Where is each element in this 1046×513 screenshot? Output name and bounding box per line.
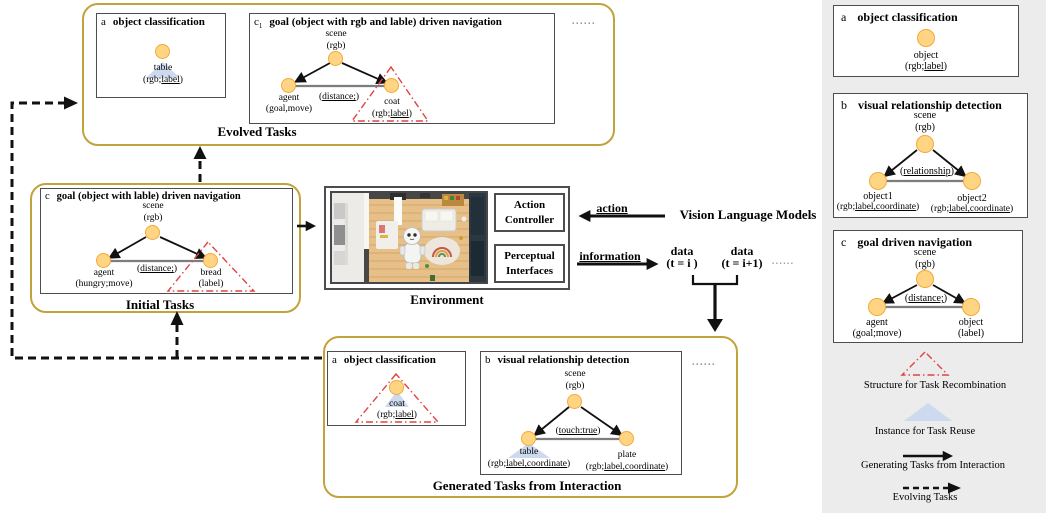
node-scene-name: scene	[325, 29, 347, 39]
vision-language-models-label: Vision Language Models	[679, 207, 817, 222]
node-scene	[916, 270, 934, 288]
node-agent-name: agent	[278, 93, 300, 103]
node-scene	[916, 135, 934, 153]
node-agent-attrs: (goal;move)	[852, 328, 902, 339]
node-table-attrs: (rgb;label,coordinate)	[487, 459, 571, 469]
evolved-tasks-caption: Evolved Tasks	[217, 124, 297, 139]
node-scene-attrs: (rgb)	[915, 122, 935, 133]
node-table-attrs: (rgb;label)	[143, 75, 183, 85]
node-table-name: table	[153, 63, 173, 73]
node-agent	[96, 253, 111, 268]
edge-label-distance: (distance;)	[904, 293, 948, 304]
node-object2-name: object2	[957, 193, 987, 204]
node-scene-name: scene	[142, 201, 164, 211]
node-scene-attrs: (rgb)	[326, 41, 346, 51]
ellipsis: ......	[692, 357, 716, 368]
environment-room-image	[330, 191, 488, 284]
data-t-i1-label-1: data	[730, 244, 754, 258]
legend-instance-reuse-label: Instance for Task Reuse	[874, 426, 976, 437]
node-agent	[281, 78, 296, 93]
node-plate-attrs: (rgb;label,coordinate)	[585, 462, 669, 472]
node-scene	[328, 51, 343, 66]
node-object-name: object	[958, 317, 984, 328]
node-agent-attrs: (goal,move)	[265, 104, 313, 114]
node-object1-name: object1	[863, 191, 893, 202]
legend-structure-recombination-label: Structure for Task Recombination	[863, 380, 1007, 391]
ellipsis: ......	[772, 256, 795, 266]
node-coat	[389, 380, 404, 395]
node-object-attrs: (rgb;label)	[904, 61, 948, 72]
data-t-i-label-2: (t = i )	[666, 256, 698, 270]
action-controller-label-2: Controller	[504, 213, 555, 226]
legend-evolving-tasks-label: Evolving Tasks	[892, 492, 958, 503]
node-coat-attrs: (rgb;label)	[372, 109, 412, 119]
node-scene-attrs: (rgb)	[565, 381, 585, 391]
node-table-name: table	[519, 447, 539, 457]
node-scene	[145, 225, 160, 240]
node-scene-name: scene	[913, 110, 937, 121]
node-object2-attrs: (rgb;label,coordinate)	[930, 204, 1014, 214]
node-agent-name: agent	[866, 317, 888, 328]
node-bread-attrs: (label)	[198, 279, 224, 289]
node-object1-attrs: (rgb;label,coordinate)	[836, 202, 920, 212]
perceptual-interfaces-box: Perceptual Interfaces	[494, 244, 565, 283]
edge-label-touch: (touch:true)	[555, 426, 601, 436]
perceptual-interfaces-label-1: Perceptual	[504, 250, 555, 262]
data-t-i-label-1: data	[670, 244, 694, 258]
node-coat-name: coat	[389, 399, 405, 409]
node-object	[917, 29, 935, 47]
node-scene-attrs: (rgb)	[915, 259, 935, 270]
action-label: action	[596, 201, 628, 215]
node-object-attrs: (label)	[957, 328, 985, 339]
node-coat-attrs: (rgb;label)	[377, 410, 417, 420]
perceptual-interfaces-label-2: Interfaces	[505, 264, 554, 277]
node-object-name: object	[913, 50, 939, 61]
edge-label-distance: (distance;)	[318, 92, 360, 102]
node-scene-name: scene	[564, 369, 586, 379]
information-label: information	[579, 249, 641, 263]
robot	[399, 227, 426, 269]
node-scene	[567, 394, 582, 409]
environment-caption: Environment	[410, 292, 484, 307]
node-agent-attrs: (hungry;move)	[75, 279, 133, 289]
node-plate-name: plate	[617, 450, 637, 460]
node-scene-attrs: (rgb)	[143, 213, 163, 223]
ellipsis: ......	[572, 16, 596, 27]
node-scene-name: scene	[913, 247, 937, 258]
node-table	[155, 44, 170, 59]
node-coat	[384, 78, 399, 93]
edge-label-relationship: (relationship)	[900, 166, 954, 177]
action-controller-label-1: Action	[513, 199, 546, 211]
action-controller-box: Action Controller	[494, 193, 565, 232]
edge-label-distance: (distance;)	[136, 264, 178, 274]
data-t-i1-label-2: (t = i+1)	[721, 256, 763, 270]
legend-generating-tasks-label: Generating Tasks from Interaction	[861, 460, 1005, 471]
generated-tasks-caption: Generated Tasks from Interaction	[432, 478, 622, 493]
node-bread	[203, 253, 218, 268]
initial-tasks-caption: Initial Tasks	[125, 297, 195, 312]
